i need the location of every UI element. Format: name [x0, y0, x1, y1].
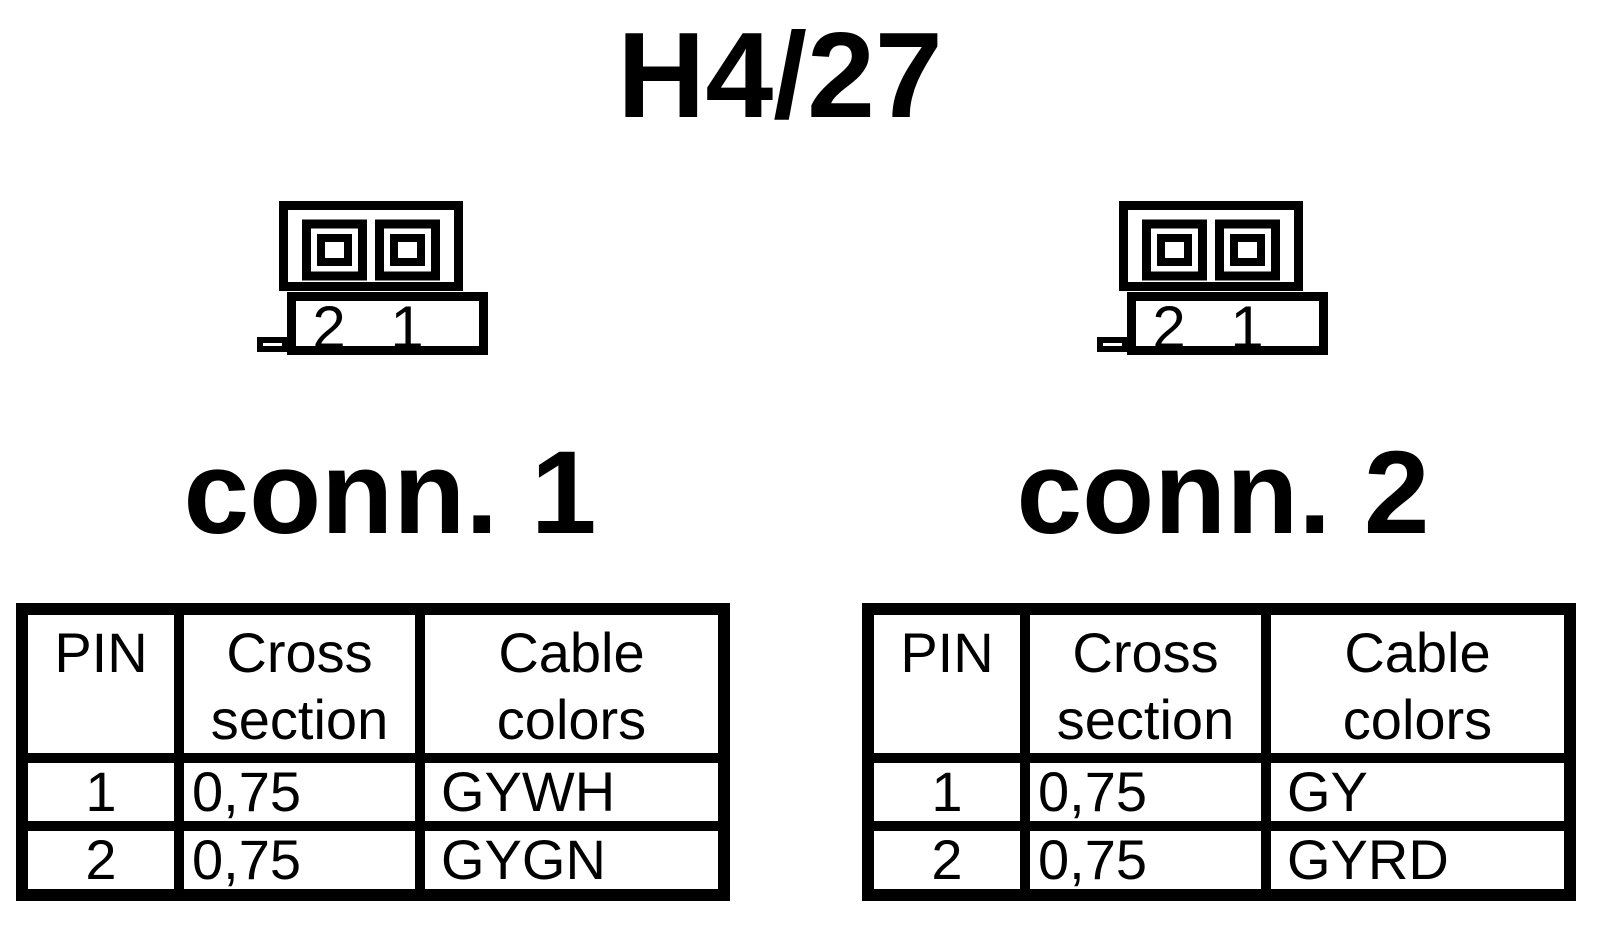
- connector-key-tab: [1097, 337, 1128, 352]
- connector-2-pin-table: PIN Cross section Cable colors 1 0,75 GY…: [862, 603, 1576, 902]
- connector-2-label: conn. 2: [1016, 427, 1430, 559]
- table-header-row: PIN Cross section Cable colors: [17, 603, 729, 764]
- column-header-pin: PIN: [17, 603, 184, 764]
- pin-cell: 2: [863, 821, 1030, 901]
- pin-socket-1-inner: [390, 234, 425, 266]
- pin-cell: 2: [17, 821, 184, 901]
- connector-key-tab: [257, 337, 288, 352]
- connector-1-diagram: 2 1: [257, 201, 488, 355]
- cross-section-cell: 0,75: [1020, 821, 1271, 901]
- table-row: 1 0,75 GYWH: [17, 753, 729, 832]
- pin-number-label: 1: [1230, 294, 1263, 355]
- column-header-cross-section: Cross section: [1020, 603, 1271, 764]
- pin-number-label: 2: [1152, 294, 1185, 355]
- table-row: 2 0,75 GYRD: [863, 821, 1575, 901]
- cross-section-cell: 0,75: [174, 821, 425, 901]
- connector-base: [1127, 292, 1328, 355]
- connector-1-pin-table: PIN Cross section Cable colors 1 0,75 GY…: [16, 603, 730, 902]
- cross-section-cell: 0,75: [1020, 753, 1271, 832]
- cross-section-cell: 0,75: [174, 753, 425, 832]
- pin-socket-2-inner: [317, 234, 352, 266]
- column-header-cable-colors: Cable colors: [1261, 603, 1575, 764]
- pin-cell: 1: [863, 753, 1030, 832]
- pin-socket-1-inner: [1230, 234, 1265, 266]
- cable-color-cell: GYGN: [415, 821, 729, 901]
- table-row: 2 0,75 GYGN: [17, 821, 729, 901]
- cable-color-cell: GYRD: [1261, 821, 1575, 901]
- page-title: H4/27: [617, 7, 943, 143]
- cable-color-cell: GY: [1261, 753, 1575, 832]
- column-header-pin: PIN: [863, 603, 1030, 764]
- connector-1-label: conn. 1: [183, 427, 597, 559]
- pin-number-label: 2: [312, 294, 345, 355]
- column-header-cable-colors: Cable colors: [415, 603, 729, 764]
- pin-cell: 1: [17, 753, 184, 832]
- cable-color-cell: GYWH: [415, 753, 729, 832]
- pin-number-label: 1: [390, 294, 423, 355]
- connector-2-diagram: 2 1: [1097, 201, 1328, 355]
- pin-socket-2-inner: [1157, 234, 1192, 266]
- table-row: 1 0,75 GY: [863, 753, 1575, 832]
- column-header-cross-section: Cross section: [174, 603, 425, 764]
- table-header-row: PIN Cross section Cable colors: [863, 603, 1575, 764]
- connector-base: [287, 292, 488, 355]
